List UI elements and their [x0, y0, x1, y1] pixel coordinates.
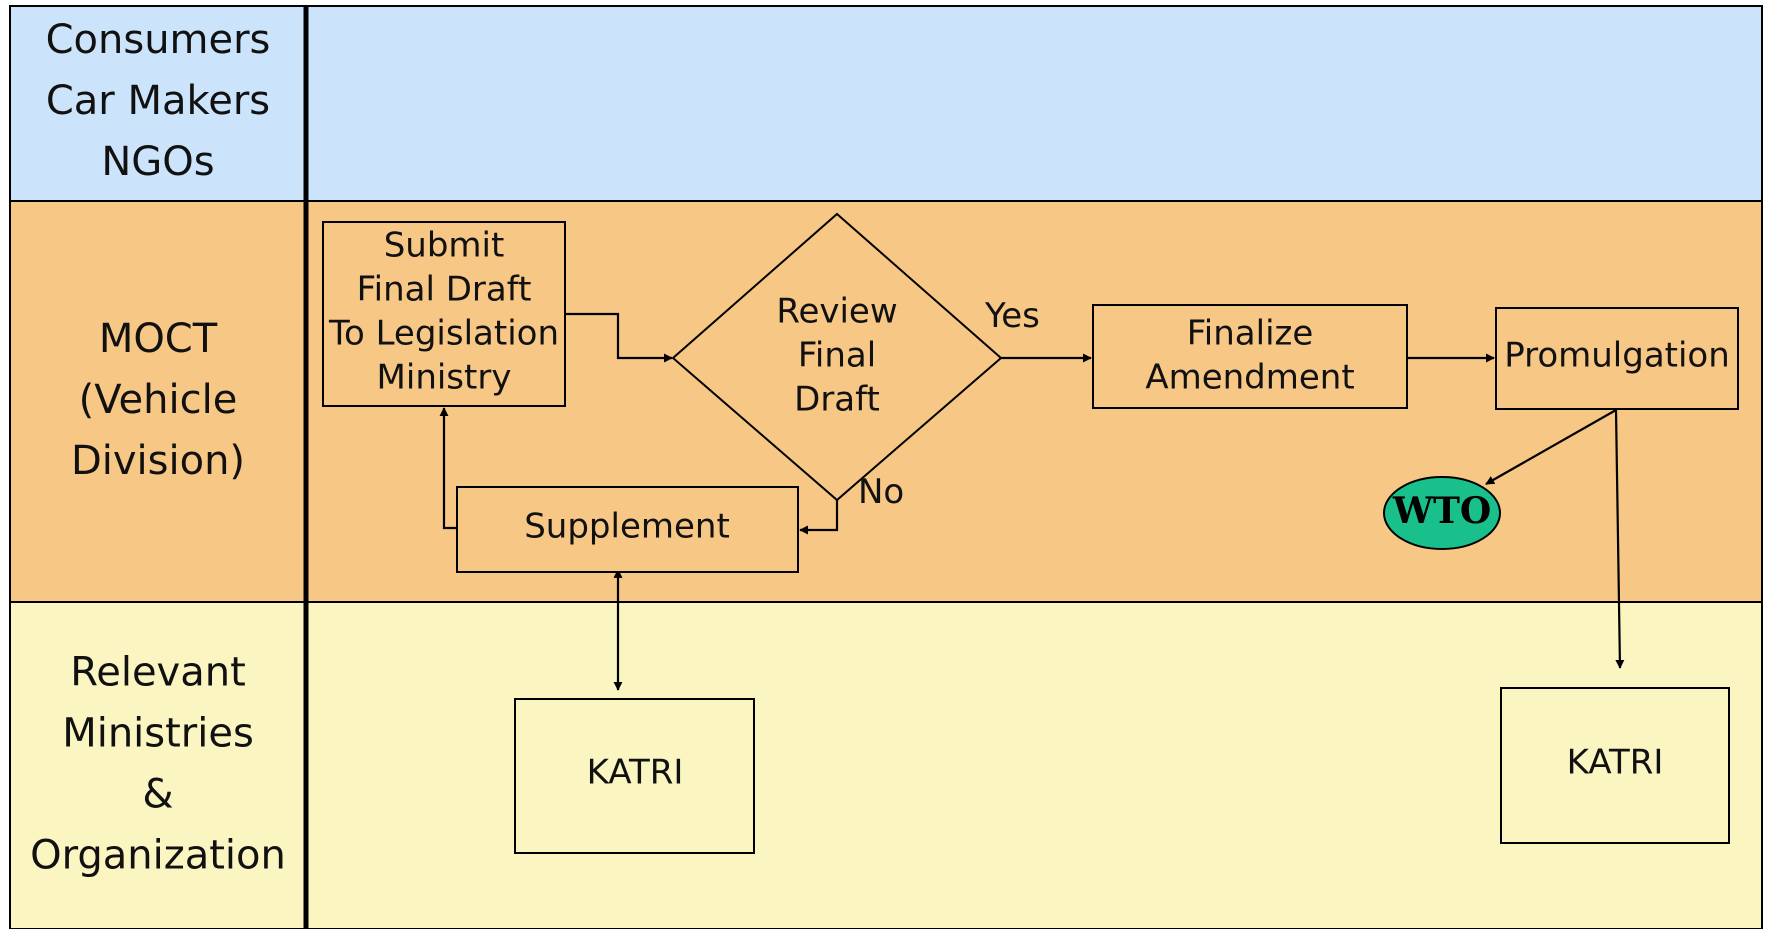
node-label-promulgation-line: Promulgation	[1504, 336, 1730, 376]
node-label-katri-right-line: KATRI	[1567, 743, 1664, 783]
node-label-katri-right: KATRI	[1567, 743, 1664, 783]
edge-label-no: No	[858, 472, 904, 512]
edge-label-yes: Yes	[984, 296, 1040, 336]
node-label-submit-line: Final Draft	[357, 270, 532, 310]
node-label-submit-line: Submit	[384, 226, 505, 266]
node-label-supplement-line: Supplement	[524, 507, 730, 547]
node-supplement: Supplement	[456, 486, 799, 573]
node-label-supplement: Supplement	[524, 507, 730, 547]
lane-label-ministries-line: &	[142, 772, 173, 818]
node-promulgation: Promulgation	[1495, 307, 1739, 410]
edge-promulgation-to-wto	[1485, 409, 1617, 485]
node-label-promulgation: Promulgation	[1504, 336, 1730, 376]
node-label-katri-left-line: KATRI	[587, 753, 684, 793]
node-wto: WTO	[1383, 476, 1501, 550]
lane-label-consumers-line: NGOs	[101, 139, 214, 185]
lane-label-consumers-line: Consumers	[46, 17, 271, 63]
lane-label-moct-line: (Vehicle	[79, 377, 238, 423]
node-label-finalize-line: Amendment	[1145, 358, 1354, 398]
connectors	[439, 312, 1625, 691]
node-katri-left: KATRI	[514, 698, 755, 854]
edge-review-to-supplement	[799, 500, 839, 535]
node-label-submit-line: Ministry	[377, 358, 512, 398]
lane-label-ministries-line: Organization	[30, 833, 286, 879]
node-label-wto-line: WTO	[1392, 490, 1492, 532]
edge-submit-to-review	[564, 312, 673, 363]
node-katri-right: KATRI	[1500, 687, 1730, 844]
edge-supplement-to-submit	[439, 407, 457, 530]
node-label-review-line: Draft	[794, 380, 880, 420]
node-label-submit-line: To Legislation	[328, 314, 559, 354]
node-label-katri-left: KATRI	[587, 753, 684, 793]
lane-label-consumers-line: Car Makers	[46, 78, 270, 124]
edge-promulgation-to-katri-right	[1614, 409, 1625, 669]
lane-label-ministries-line: Relevant	[70, 650, 246, 696]
node-label-wto: WTO	[1392, 490, 1492, 532]
node-label-review-line: Final	[798, 336, 876, 376]
lane-label-moct-line: MOCT	[99, 316, 218, 362]
lane-label-ministries-line: Ministries	[62, 711, 254, 757]
lane-label-moct-line: Division)	[71, 438, 245, 484]
node-label-review-line: Review	[776, 292, 897, 332]
node-label-finalize-line: Finalize	[1187, 314, 1314, 354]
